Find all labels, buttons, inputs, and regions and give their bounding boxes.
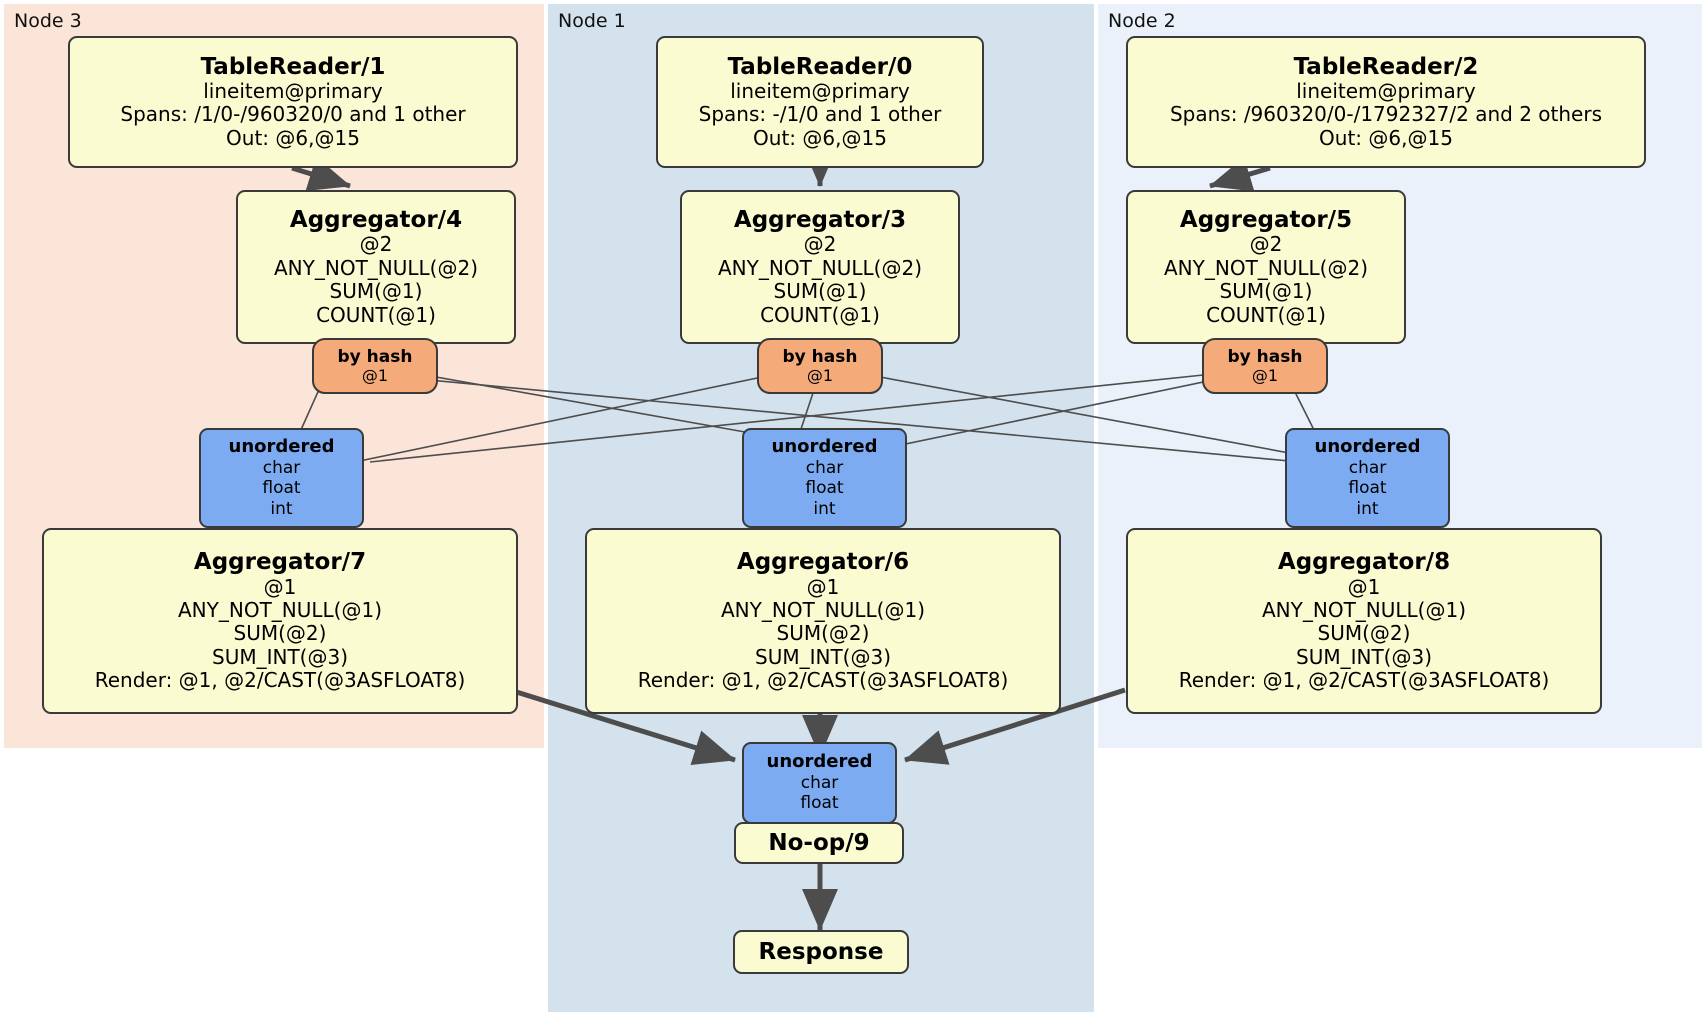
router-type: float [800, 793, 839, 814]
processor-line: lineitem@primary [203, 79, 383, 104]
router-title: unordered [766, 751, 873, 773]
processor-line: Spans: -/1/0 and 1 other [698, 102, 942, 127]
processor-render-line: Render: @1, @2/CAST(@3ASFLOAT8) [94, 668, 466, 693]
processor-line: @2 [1249, 232, 1283, 257]
router-unordered-final[interactable]: unordered char float [742, 742, 897, 824]
processor-aggregator-5[interactable]: Aggregator/5 @2 ANY_NOT_NULL(@2) SUM(@1)… [1126, 190, 1406, 344]
processor-line: Spans: /1/0-/960320/0 and 1 other [120, 102, 466, 127]
processor-line: SUM(@2) [233, 621, 327, 646]
router-title: unordered [228, 436, 335, 458]
processor-line: SUM_INT(@3) [212, 644, 348, 669]
hash-output-title: by hash [337, 346, 413, 367]
processor-title: Response [758, 938, 884, 965]
hash-output-column: @1 [361, 365, 389, 385]
processor-title: Aggregator/5 [1179, 207, 1353, 234]
processor-title: TableReader/0 [727, 53, 913, 80]
router-type: char [262, 457, 301, 478]
processor-line: @1 [806, 574, 840, 599]
processor-line: SUM(@1) [329, 279, 423, 304]
processor-tablereader-0[interactable]: TableReader/0 lineitem@primary Spans: -/… [656, 36, 984, 168]
processor-line: COUNT(@1) [1206, 302, 1326, 327]
processor-title: TableReader/1 [200, 53, 386, 80]
router-type: int [1356, 498, 1379, 519]
processor-render-line: Render: @1, @2/CAST(@3ASFLOAT8) [637, 668, 1009, 693]
router-title: unordered [771, 436, 878, 458]
router-type: char [1348, 457, 1387, 478]
processor-noop-9[interactable]: No-op/9 [734, 822, 904, 864]
router-type: char [805, 457, 844, 478]
router-type: float [805, 478, 844, 499]
processor-title: Aggregator/4 [289, 207, 463, 234]
processor-title: Aggregator/6 [736, 549, 910, 576]
router-unordered-center[interactable]: unordered char float int [742, 428, 907, 528]
processor-line: lineitem@primary [1296, 79, 1476, 104]
processor-aggregator-8[interactable]: Aggregator/8 @1 ANY_NOT_NULL(@1) SUM(@2)… [1126, 528, 1602, 714]
processor-line: Out: @6,@15 [1319, 125, 1453, 150]
hash-output-right[interactable]: by hash @1 [1202, 338, 1328, 394]
hash-output-column: @1 [806, 365, 834, 385]
processor-line: ANY_NOT_NULL(@1) [1262, 598, 1466, 623]
processor-aggregator-3[interactable]: Aggregator/3 @2 ANY_NOT_NULL(@2) SUM(@1)… [680, 190, 960, 344]
processor-tablereader-1[interactable]: TableReader/1 lineitem@primary Spans: /1… [68, 36, 518, 168]
processor-title: Aggregator/3 [733, 207, 907, 234]
processor-render-line: Render: @1, @2/CAST(@3ASFLOAT8) [1178, 668, 1550, 693]
processor-line: ANY_NOT_NULL(@1) [178, 598, 382, 623]
processor-line: lineitem@primary [730, 79, 910, 104]
processor-aggregator-7[interactable]: Aggregator/7 @1 ANY_NOT_NULL(@1) SUM(@2)… [42, 528, 518, 714]
node-label-node2: Node 2 [1108, 10, 1176, 32]
hash-output-title: by hash [1227, 346, 1303, 367]
router-title: unordered [1314, 436, 1421, 458]
processor-line: Out: @6,@15 [753, 125, 887, 150]
router-unordered-right[interactable]: unordered char float int [1285, 428, 1450, 528]
router-type: char [800, 772, 839, 793]
router-type: float [1348, 478, 1387, 499]
processor-tablereader-2[interactable]: TableReader/2 lineitem@primary Spans: /9… [1126, 36, 1646, 168]
processor-line: @1 [263, 574, 297, 599]
processor-title: Aggregator/8 [1277, 549, 1451, 576]
router-type: float [262, 478, 301, 499]
processor-response[interactable]: Response [733, 930, 909, 974]
router-type: int [270, 498, 293, 519]
processor-aggregator-6[interactable]: Aggregator/6 @1 ANY_NOT_NULL(@1) SUM(@2)… [585, 528, 1061, 714]
hash-output-center[interactable]: by hash @1 [757, 338, 883, 394]
processor-line: ANY_NOT_NULL(@2) [718, 255, 922, 280]
router-unordered-left[interactable]: unordered char float int [199, 428, 364, 528]
processor-title: Aggregator/7 [193, 549, 367, 576]
processor-line: ANY_NOT_NULL(@1) [721, 598, 925, 623]
processor-title: No-op/9 [768, 829, 870, 856]
processor-line: SUM(@2) [1317, 621, 1411, 646]
processor-title: TableReader/2 [1293, 53, 1479, 80]
processor-line: SUM(@1) [1219, 279, 1313, 304]
processor-line: SUM_INT(@3) [1296, 644, 1432, 669]
processor-line: SUM_INT(@3) [755, 644, 891, 669]
processor-line: @1 [1347, 574, 1381, 599]
node-label-node1: Node 1 [558, 10, 626, 32]
hash-output-title: by hash [782, 346, 858, 367]
node-label-node3: Node 3 [14, 10, 82, 32]
processor-line: ANY_NOT_NULL(@2) [274, 255, 478, 280]
processor-line: SUM(@2) [776, 621, 870, 646]
router-type: int [813, 498, 836, 519]
processor-line: ANY_NOT_NULL(@2) [1164, 255, 1368, 280]
processor-aggregator-4[interactable]: Aggregator/4 @2 ANY_NOT_NULL(@2) SUM(@1)… [236, 190, 516, 344]
processor-line: Spans: /960320/0-/1792327/2 and 2 others [1169, 102, 1602, 127]
hash-output-left[interactable]: by hash @1 [312, 338, 438, 394]
processor-line: COUNT(@1) [316, 302, 436, 327]
processor-line: COUNT(@1) [760, 302, 880, 327]
processor-line: SUM(@1) [773, 279, 867, 304]
processor-line: Out: @6,@15 [226, 125, 360, 150]
hash-output-column: @1 [1251, 365, 1279, 385]
processor-line: @2 [359, 232, 393, 257]
processor-line: @2 [803, 232, 837, 257]
